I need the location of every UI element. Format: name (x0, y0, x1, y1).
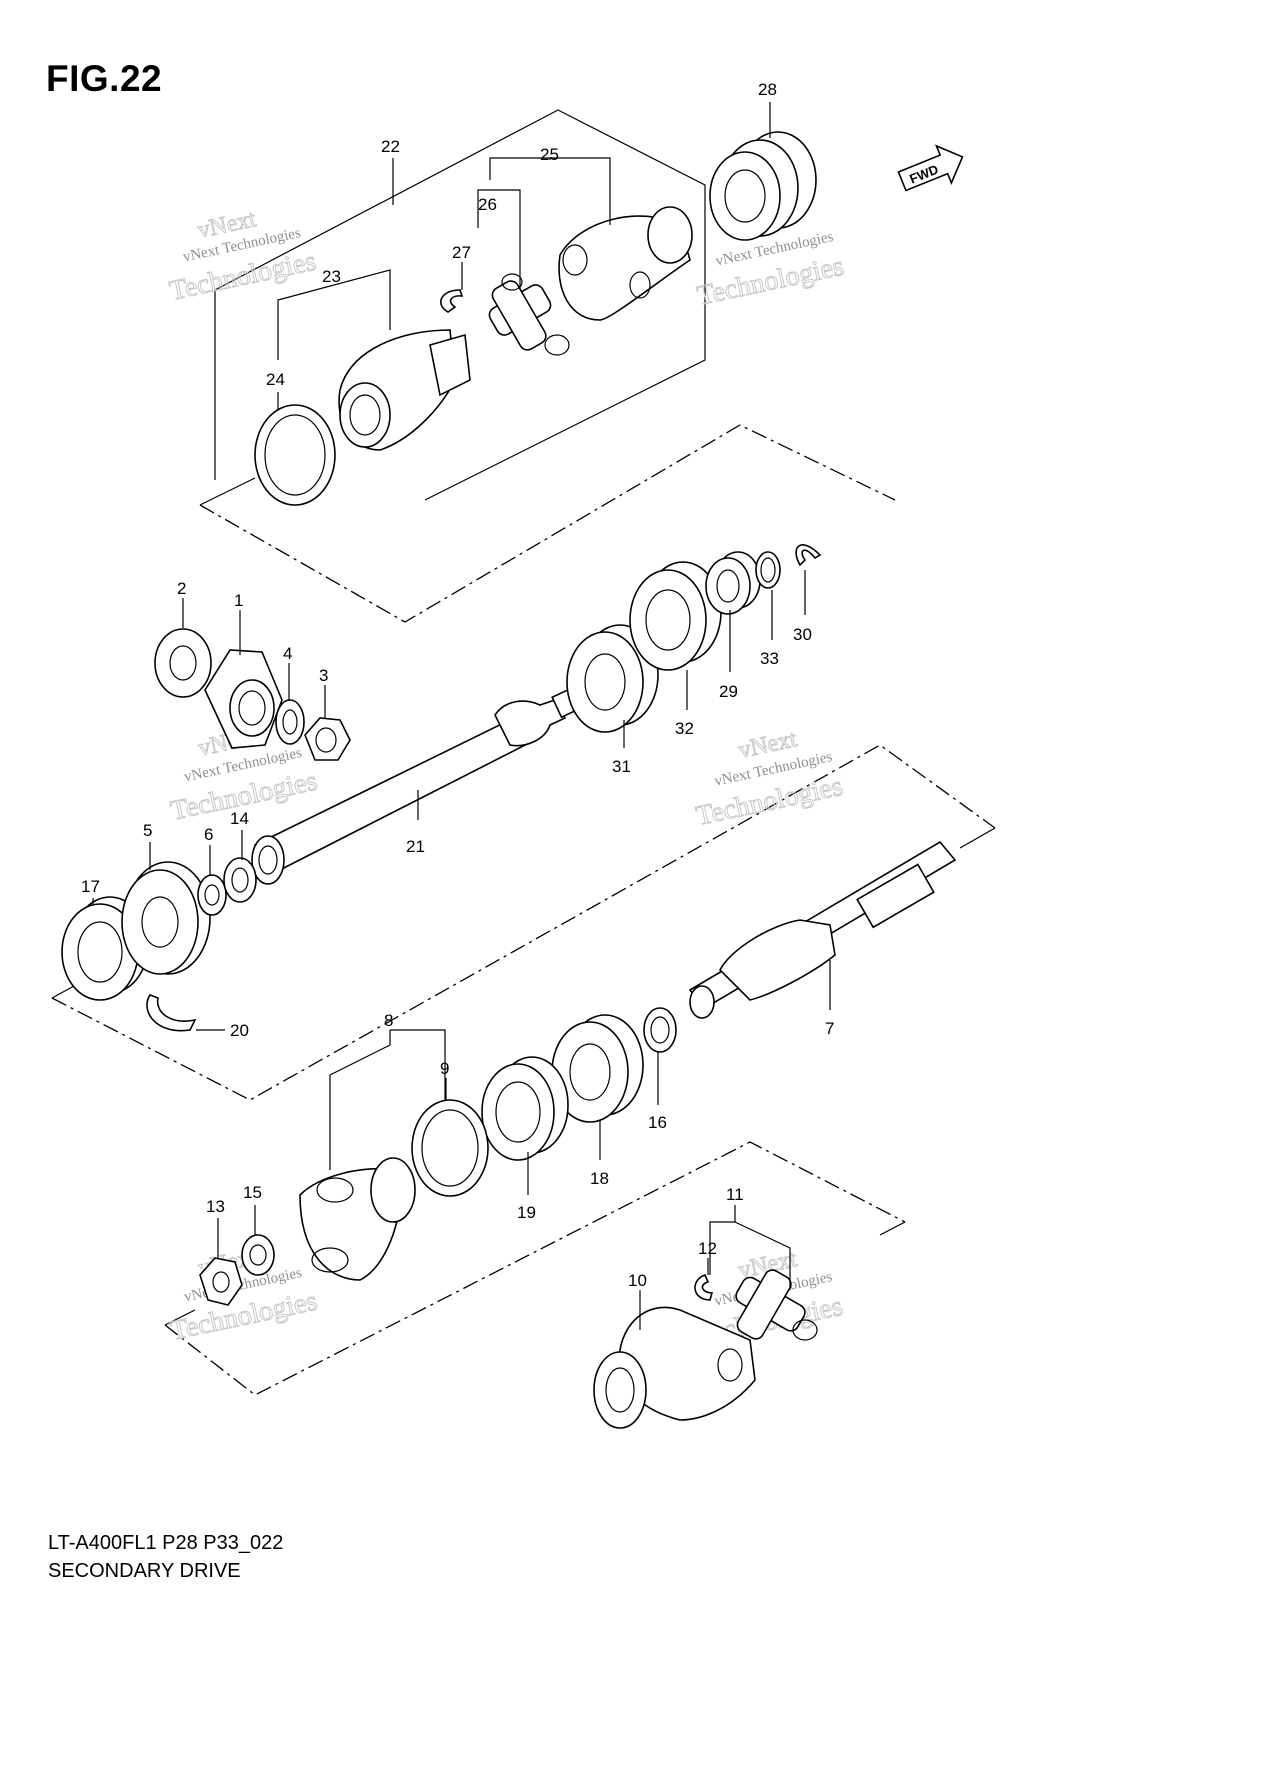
callout-28: 28 (758, 80, 777, 99)
part-16-washer (643, 1007, 677, 1053)
callout-32: 32 (675, 719, 694, 738)
callout-16: 16 (648, 1113, 667, 1132)
part-6-washer (197, 874, 227, 916)
part-5-gear (121, 861, 211, 975)
part-21-propeller-shaft (251, 683, 590, 885)
watermark-upper-left: vNext Technologies vNext Technologies (166, 206, 319, 308)
callout-15: 15 (243, 1183, 262, 1202)
callout-3: 3 (319, 666, 328, 685)
part-32-bearing-seal (629, 561, 722, 671)
section-name: SECONDARY DRIVE (48, 1560, 241, 1582)
part-12-circlip (694, 1274, 714, 1301)
leader-lines (92, 102, 831, 1330)
callout-6: 6 (204, 825, 213, 844)
callout-20: 20 (230, 1021, 249, 1040)
callout-4: 4 (283, 644, 292, 663)
callout-10: 10 (628, 1271, 647, 1290)
callout-24: 24 (266, 370, 285, 389)
callout-33: 33 (760, 649, 779, 668)
group-frame-front-yoke-assembly (164, 1141, 906, 1396)
group-frame-rear-yoke-assembly (199, 109, 896, 623)
part-13-nut (199, 1257, 243, 1306)
part-8-yoke (299, 1157, 416, 1281)
part-24-oil-seal (254, 404, 336, 506)
callout-9: 9 (440, 1059, 449, 1078)
part-10-yoke (593, 1306, 756, 1429)
part-9-oil-seal (411, 1099, 489, 1197)
part-19-oil-seal (481, 1056, 569, 1161)
part-4-washer (275, 699, 305, 745)
part-3-nut (304, 717, 351, 761)
part-1-bevel-gear (204, 649, 283, 749)
part-15-washer (241, 1234, 275, 1276)
part-28-boot (709, 131, 817, 241)
part-25-yoke (558, 206, 693, 321)
callout-17: 17 (81, 877, 100, 896)
callout-1: 1 (234, 591, 243, 610)
callout-27: 27 (452, 243, 471, 262)
fwd-arrow-icon: FWD (897, 144, 964, 192)
figure-title: FIG.22 (46, 58, 163, 99)
callout-26: 26 (478, 195, 497, 214)
part-20-circlip (146, 994, 197, 1032)
part-14-nut (223, 857, 257, 903)
callout-14: 14 (230, 809, 249, 828)
callout-23: 23 (322, 267, 341, 286)
callout-2: 2 (177, 579, 186, 598)
model-code: LT-A400FL1 P28 P33_022 (48, 1532, 284, 1554)
part-27-circlip (440, 289, 464, 313)
part-2-washer (154, 628, 212, 698)
part-29-spacer (705, 551, 761, 615)
part-30-circlip (795, 544, 822, 567)
callout-29: 29 (719, 682, 738, 701)
callout-5: 5 (143, 821, 152, 840)
callout-13: 13 (206, 1197, 225, 1216)
part-18-bearing (551, 1014, 644, 1123)
callout-30: 30 (793, 625, 812, 644)
callout-22: 22 (381, 137, 400, 156)
callout-19: 19 (517, 1203, 536, 1222)
part-33-snap-ring (755, 551, 781, 589)
part-23-yoke (338, 329, 471, 451)
callout-12: 12 (698, 1239, 717, 1258)
part-26-spider-joint (488, 273, 570, 356)
part-7-secondary-shaft (688, 840, 957, 1019)
part-11-spider-joint (735, 1269, 818, 1341)
callout-18: 18 (590, 1169, 609, 1188)
callout-31: 31 (612, 757, 631, 776)
callout-21: 21 (406, 837, 425, 856)
callout-7: 7 (825, 1019, 834, 1038)
callout-25: 25 (540, 145, 559, 164)
watermark-middle-right: vNext Technologies vNext Technologies (693, 726, 846, 833)
callout-8: 8 (384, 1011, 393, 1030)
callout-labels: 22 25 26 27 23 24 28 2 1 4 3 21 31 32 29… (81, 80, 834, 1290)
callout-11: 11 (726, 1185, 744, 1204)
